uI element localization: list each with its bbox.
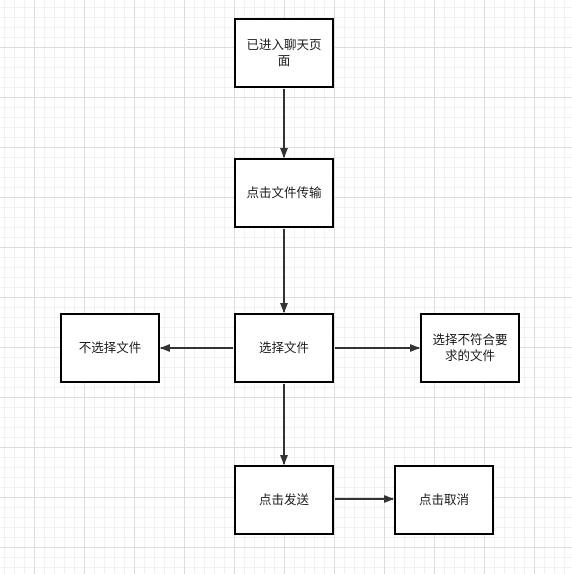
node-click-cancel-label: 点击取消 [418,492,469,507]
node-invalid-file[interactable]: 选择不符合要 求的文件 [420,313,520,383]
node-no-select-file[interactable]: 不选择文件 [60,313,160,383]
node-click-cancel[interactable]: 点击取消 [394,465,494,535]
node-select-file-label: 选择文件 [258,340,309,355]
node-click-file-transfer-label: 点击文件传输 [246,185,322,200]
node-chat-page[interactable]: 已进入聊天页 面 [234,18,334,88]
node-click-file-transfer[interactable]: 点击文件传输 [234,158,334,228]
node-select-file[interactable]: 选择文件 [234,313,334,383]
node-click-send[interactable]: 点击发送 [234,465,334,535]
node-chat-page-line2: 面 [277,53,291,68]
node-click-send-label: 点击发送 [258,492,309,507]
node-invalid-file-line2: 求的文件 [444,348,495,363]
node-chat-page-label: 已进入聊天页 面 [246,37,321,69]
node-invalid-file-line1: 选择不符合要 [432,332,508,347]
node-no-select-file-label: 不选择文件 [78,340,142,355]
node-chat-page-line1: 已进入聊天页 [246,37,322,52]
node-invalid-file-label: 选择不符合要 求的文件 [432,332,507,364]
